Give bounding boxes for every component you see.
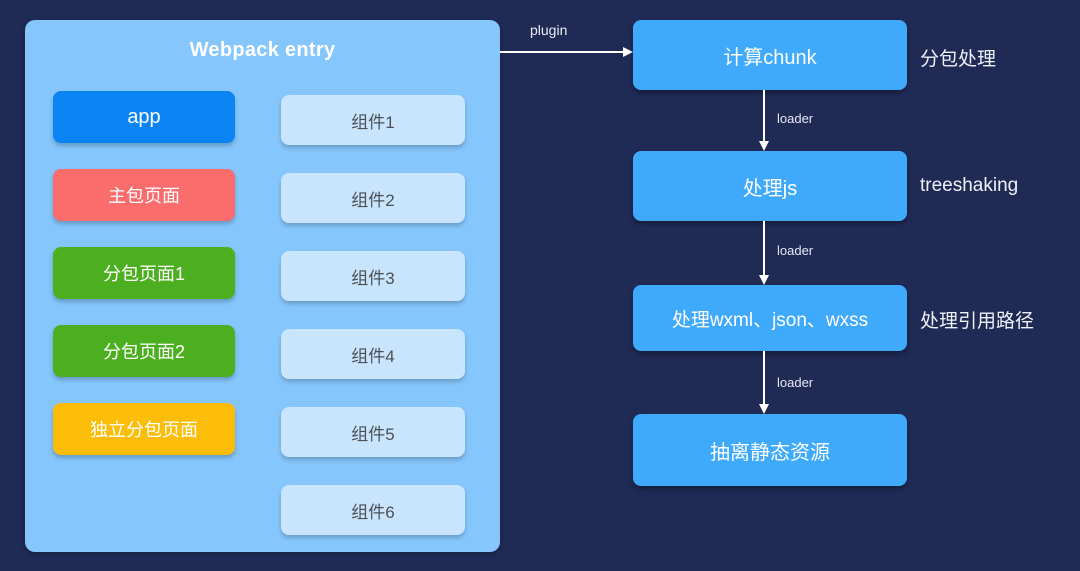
component-chip-label: 组件6 (351, 502, 395, 522)
page-chip-label: 主包页面 (108, 186, 180, 206)
pipeline-box-label: 计算chunk (723, 46, 817, 69)
plugin-arrow-icon (500, 46, 633, 58)
component-chip-label: 组件2 (351, 190, 395, 210)
pipeline-box-process-wxml[interactable]: 处理wxml、json、wxss (633, 285, 907, 351)
page-chip-label: 分包页面2 (102, 342, 185, 362)
panel-title: Webpack entry (189, 39, 336, 61)
pipeline-box-extract-assets[interactable]: 抽离静态资源 (633, 414, 907, 486)
page-chip-label: 独立分包页面 (90, 420, 198, 440)
loader-edge-label-3: loader (777, 375, 814, 390)
annotation-chunk-split: 分包处理 (920, 49, 997, 70)
page-chip-app[interactable]: app (53, 91, 235, 143)
component-chip-label: 组件4 (351, 346, 395, 366)
page-chip-independent[interactable]: 独立分包页面 (53, 403, 235, 455)
pipeline-box-label: 处理wxml、json、wxss (671, 309, 869, 331)
loader-edge-label-2: loader (777, 243, 814, 258)
pipeline-box-compute-chunk[interactable]: 计算chunk (633, 20, 907, 90)
component-chip-4[interactable]: 组件4 (281, 329, 465, 379)
component-chip-5[interactable]: 组件5 (281, 407, 465, 457)
loader-arrow-icon-3 (759, 351, 780, 414)
pipeline-box-label: 抽离静态资源 (710, 441, 830, 464)
page-chip-label: 分包页面1 (102, 264, 185, 284)
loader-arrow-icon-2 (759, 221, 780, 285)
plugin-edge-label: plugin (530, 22, 568, 38)
components-column: 组件1 组件2 组件3 组件4 组件5 组件6 (281, 95, 465, 563)
component-chip-1[interactable]: 组件1 (281, 95, 465, 145)
component-chip-label: 组件3 (351, 268, 395, 288)
component-chip-label: 组件5 (351, 424, 395, 444)
component-chip-label: 组件1 (351, 112, 395, 132)
page-chip-main-package[interactable]: 主包页面 (53, 169, 235, 221)
component-chip-6[interactable]: 组件6 (281, 485, 465, 535)
loader-arrow-icon-1 (759, 90, 780, 151)
pipeline-box-process-js[interactable]: 处理js (633, 151, 907, 221)
loader-edge-label-1: loader (777, 111, 814, 126)
page-chip-subpackage-1[interactable]: 分包页面1 (53, 247, 235, 299)
pipeline-box-label: 处理js (742, 177, 798, 200)
page-chip-label: app (127, 105, 161, 128)
component-chip-3[interactable]: 组件3 (281, 251, 465, 301)
page-chip-subpackage-2[interactable]: 分包页面2 (53, 325, 235, 377)
pages-column: app 主包页面 分包页面1 分包页面2 独立分包页面 (53, 91, 235, 481)
webpack-entry-panel: Webpack entry app 主包页面 分包页面1 分包页面2 独立分包页… (25, 20, 500, 552)
annotation-ref-path: 处理引用路径 (920, 311, 1035, 332)
component-chip-2[interactable]: 组件2 (281, 173, 465, 223)
annotation-treeshaking: treeshaking (920, 175, 1019, 196)
